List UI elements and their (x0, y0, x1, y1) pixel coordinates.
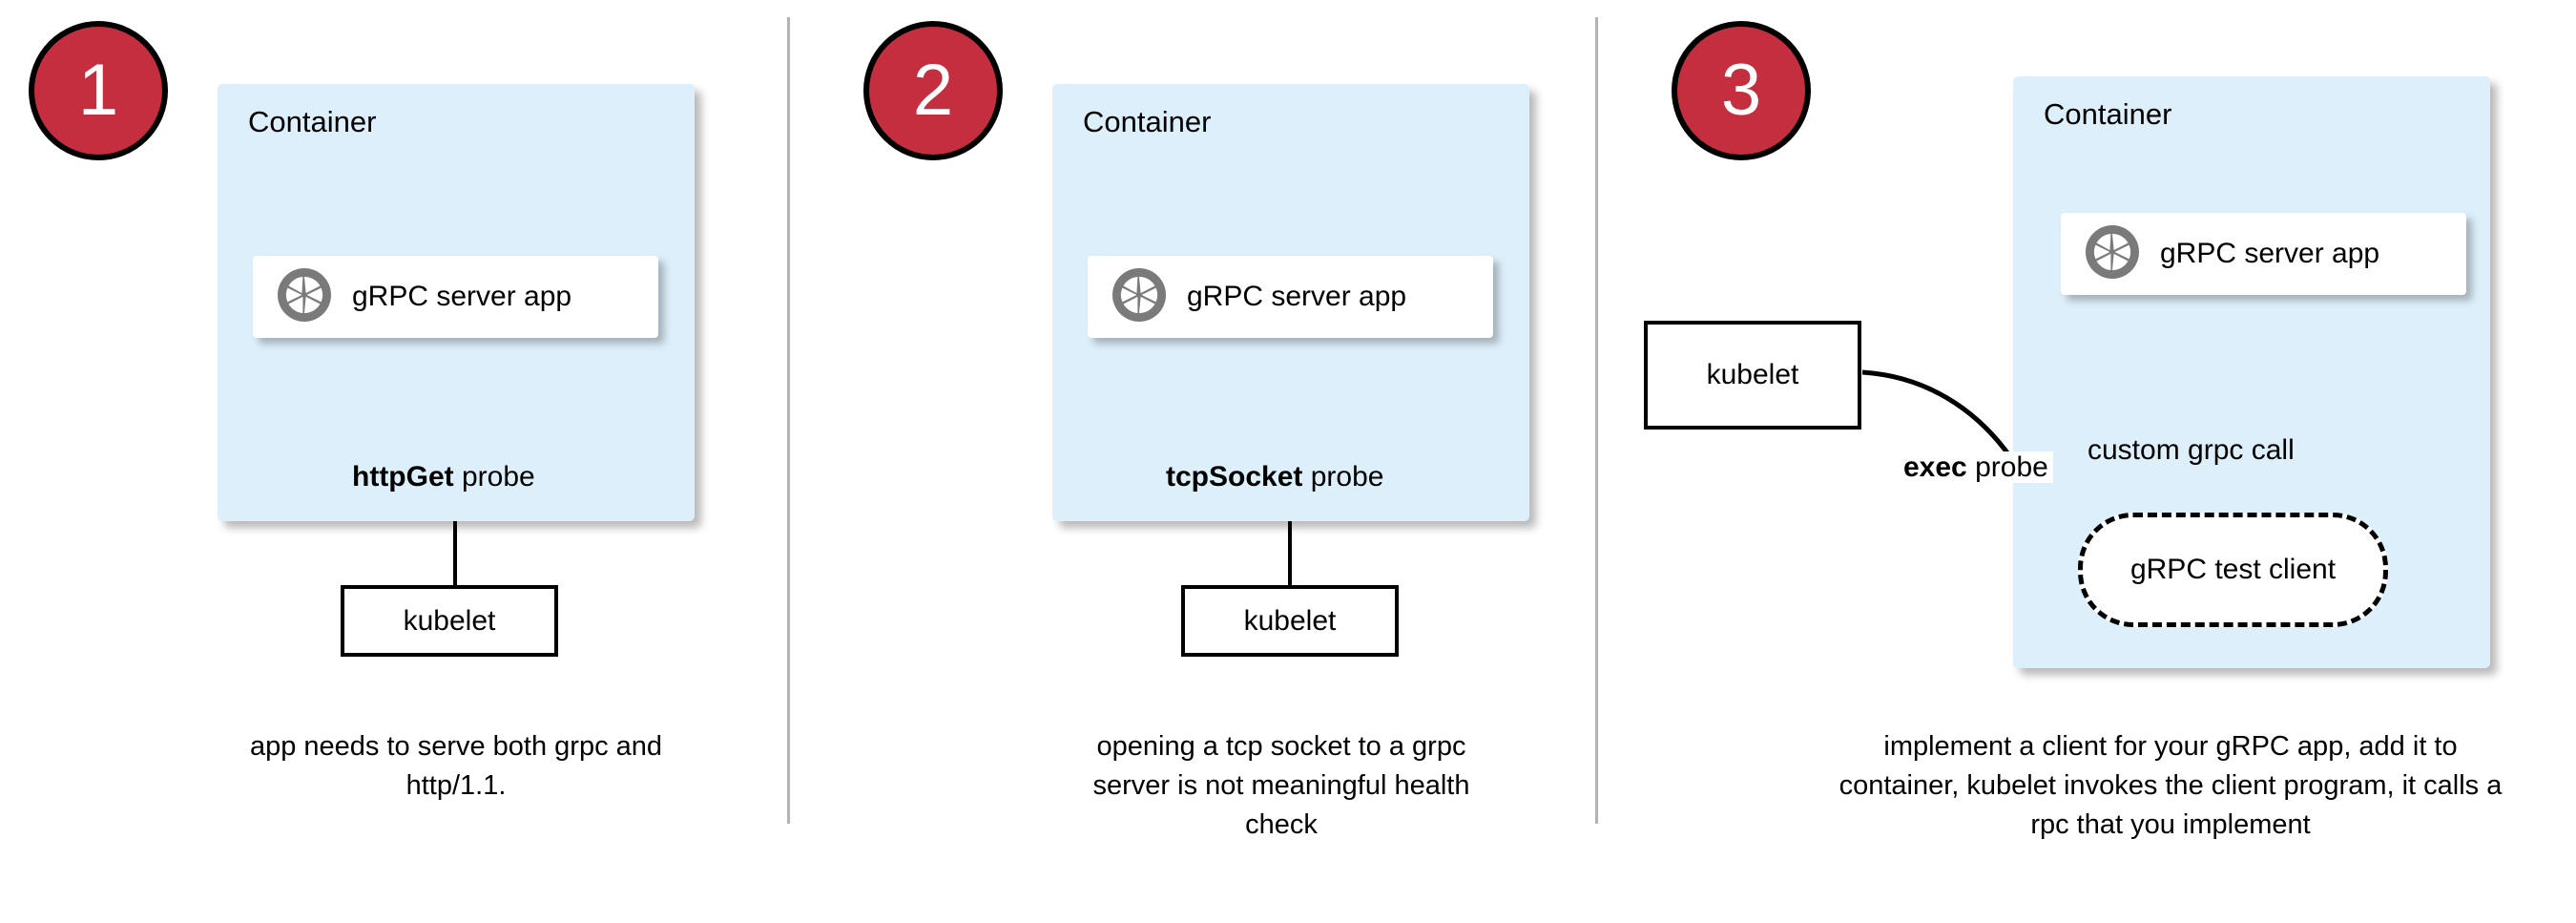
container-title: Container (248, 105, 377, 138)
step-badge-2: 2 (863, 21, 1003, 160)
tcpsocket-probe-label-rest: probe (1302, 461, 1384, 493)
grpc-test-client-box: gRPC test client (2078, 513, 2388, 627)
container-title: Container (1083, 105, 1212, 138)
grpc-server-app-card-3: gRPC server app (2061, 213, 2466, 295)
panel-caption-1: app needs to serve both grpc and http/1.… (249, 731, 663, 802)
grpc-aperture-icon (1111, 266, 1168, 328)
grpc-aperture-icon (276, 266, 333, 328)
kubelet-label: kubelet (403, 604, 496, 637)
exec-probe-label-rest: probe (1966, 451, 2048, 483)
grpc-server-app-card-2: gRPC server app (1088, 256, 1493, 338)
httpget-probe-label-bold: httpGet (352, 461, 454, 493)
kubelet-box-1: kubelet (341, 585, 558, 657)
custom-grpc-call-label-text: custom grpc call (2082, 434, 2300, 466)
kubelet-box-2: kubelet (1181, 585, 1399, 657)
step-badge-1: 1 (29, 21, 168, 160)
kubelet-box-3: kubelet (1644, 321, 1861, 430)
grpc-server-app-label: gRPC server app (352, 281, 572, 312)
container-title: Container (2044, 97, 2172, 131)
custom-grpc-call-label: custom grpc call (2082, 434, 2300, 467)
httpget-probe-label-rest: probe (453, 461, 535, 493)
panel-divider-1 (787, 17, 790, 824)
grpc-server-app-label: gRPC server app (2160, 238, 2380, 269)
panel-caption-2: opening a tcp socket to a grpc server is… (1092, 731, 1470, 841)
step-badge-number: 1 (77, 50, 119, 131)
step-badge-number: 2 (912, 50, 954, 131)
panel-caption-3: implement a client for your gRPC app, ad… (1839, 731, 2503, 841)
grpc-server-app-card-1: gRPC server app (253, 256, 658, 338)
step-badge-number: 3 (1720, 50, 1762, 131)
grpc-test-client-label: gRPC test client (2129, 554, 2337, 585)
httpget-probe-label: httpGet probe (346, 461, 541, 493)
grpc-aperture-icon (2084, 223, 2141, 285)
tcpsocket-probe-label: tcpSocket probe (1160, 461, 1390, 493)
step-badge-3: 3 (1672, 21, 1811, 160)
exec-probe-label: exec probe (1899, 451, 2053, 484)
tcpsocket-probe-label-bold: tcpSocket (1166, 461, 1303, 493)
exec-probe-label-bold: exec (1903, 451, 1967, 483)
grpc-server-app-label: gRPC server app (1187, 281, 1407, 312)
kubelet-label: kubelet (1243, 604, 1337, 637)
panel-divider-2 (1595, 17, 1598, 824)
kubelet-label: kubelet (1706, 359, 1799, 390)
